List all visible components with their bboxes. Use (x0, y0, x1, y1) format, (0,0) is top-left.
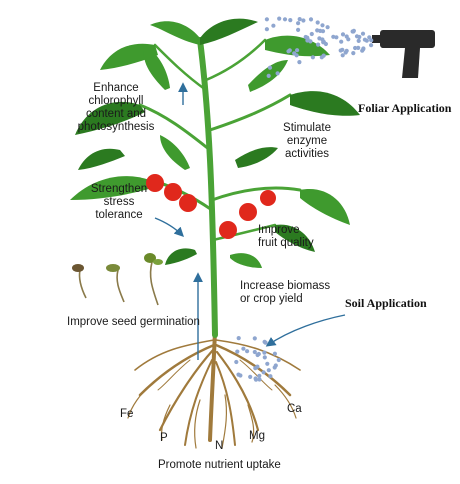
spray-dot (264, 17, 269, 22)
spray-dot (362, 37, 367, 42)
spray-dot (310, 55, 315, 60)
spray-dot (356, 45, 361, 51)
spray-dot (353, 45, 358, 51)
soil-dot (252, 336, 257, 341)
spray-dot (275, 71, 280, 76)
soil-dot (272, 351, 277, 356)
spray-dot (296, 21, 301, 26)
soil-dot (268, 374, 273, 379)
stimulate-enzyme-label: Stimulate enzyme activities (283, 122, 331, 160)
spray-dot (288, 18, 293, 23)
soil-dot (262, 350, 267, 355)
soil-dot (236, 336, 241, 341)
soil-dot (255, 364, 260, 369)
nutrient-fe-label: Fe (120, 408, 134, 420)
nutrient-mg-label: Mg (249, 430, 265, 442)
spray-dot (317, 36, 322, 41)
soil-dot (235, 349, 240, 354)
soil-dot (261, 370, 266, 375)
soil-dot (241, 346, 246, 351)
soil-dot (262, 355, 267, 360)
soil-dot (257, 377, 262, 382)
spray-dot (344, 34, 349, 39)
promote-uptake-label: Promote nutrient uptake (158, 459, 281, 471)
spray-dot (305, 38, 310, 43)
spray-dot (320, 23, 325, 28)
spray-dot (340, 32, 346, 37)
soil-dot (252, 349, 257, 355)
tomato-fruits (146, 174, 276, 239)
strengthen-stress-label: Strengthen stress tolerance (90, 183, 148, 221)
spray-dot (334, 35, 339, 40)
spray-dot (344, 48, 349, 53)
spray-dot (360, 48, 365, 53)
spray-dot (319, 55, 324, 60)
improve-fruit-label: Improve fruit quality (258, 224, 314, 249)
spray-dot (331, 34, 336, 39)
spray-dot (277, 16, 282, 21)
germinating-seedlings (72, 253, 163, 306)
spray-dot (301, 18, 306, 23)
foliar-application-label: Foliar Application (358, 101, 452, 115)
spray-dot (360, 31, 366, 36)
soil-dot (276, 357, 281, 363)
spray-dot (316, 42, 321, 47)
plant-stem (138, 37, 302, 338)
spray-dot (295, 48, 300, 53)
effect-arrows (154, 82, 346, 360)
spray-dot (369, 43, 374, 48)
spray-dot (297, 60, 302, 65)
soil-dot (238, 373, 243, 378)
nutrient-ca-label: Ca (287, 403, 302, 415)
spray-dot (340, 47, 345, 52)
soil-dot (272, 365, 277, 370)
soil-dot (263, 340, 268, 345)
spray-dot (292, 51, 297, 56)
spray-dot (351, 51, 356, 56)
soil-dot (248, 374, 253, 379)
soil-dot (266, 368, 271, 373)
spray-dot (271, 23, 276, 28)
soil-dot (253, 377, 259, 382)
spray-dot (351, 28, 356, 33)
spray-dot (340, 53, 345, 58)
spray-dot (267, 65, 273, 70)
spray-dot (266, 73, 271, 78)
soil-dot (234, 359, 239, 365)
improve-germination-label: Improve seed germination (67, 316, 200, 328)
spray-dot (309, 31, 314, 37)
spray-dot (308, 17, 314, 22)
plant-leaves (70, 18, 360, 268)
spray-dot (297, 17, 302, 22)
spray-dot (282, 17, 288, 22)
soil-application-label: Soil Application (345, 296, 427, 310)
spray-dot (315, 20, 320, 25)
soil-dot (255, 352, 260, 358)
spray-dot (325, 25, 330, 30)
increase-biomass-label: Increase biomass or crop yield (240, 280, 331, 305)
spray-dot (264, 27, 269, 32)
soil-dot (245, 349, 250, 354)
spray-dot (367, 35, 372, 40)
soil-dot (257, 373, 262, 378)
spray-dot (339, 39, 344, 44)
soil-application-dots (234, 336, 281, 382)
spray-dot (318, 28, 323, 33)
spray-dot (369, 38, 374, 43)
spray-dot (354, 34, 360, 39)
root-system (127, 328, 301, 449)
soil-dot (265, 361, 270, 366)
sprayer-bottle-icon (372, 30, 435, 78)
enhance-chlorophyll-label: Enhance chlorophyll content and photosyn… (77, 82, 155, 133)
spray-dot (296, 27, 301, 32)
nutrient-n-label: N (215, 440, 224, 452)
nutrient-p-label: P (160, 432, 168, 444)
spray-dot (356, 38, 361, 44)
foliar-spray-dots (264, 16, 374, 78)
spray-dot (287, 48, 292, 53)
